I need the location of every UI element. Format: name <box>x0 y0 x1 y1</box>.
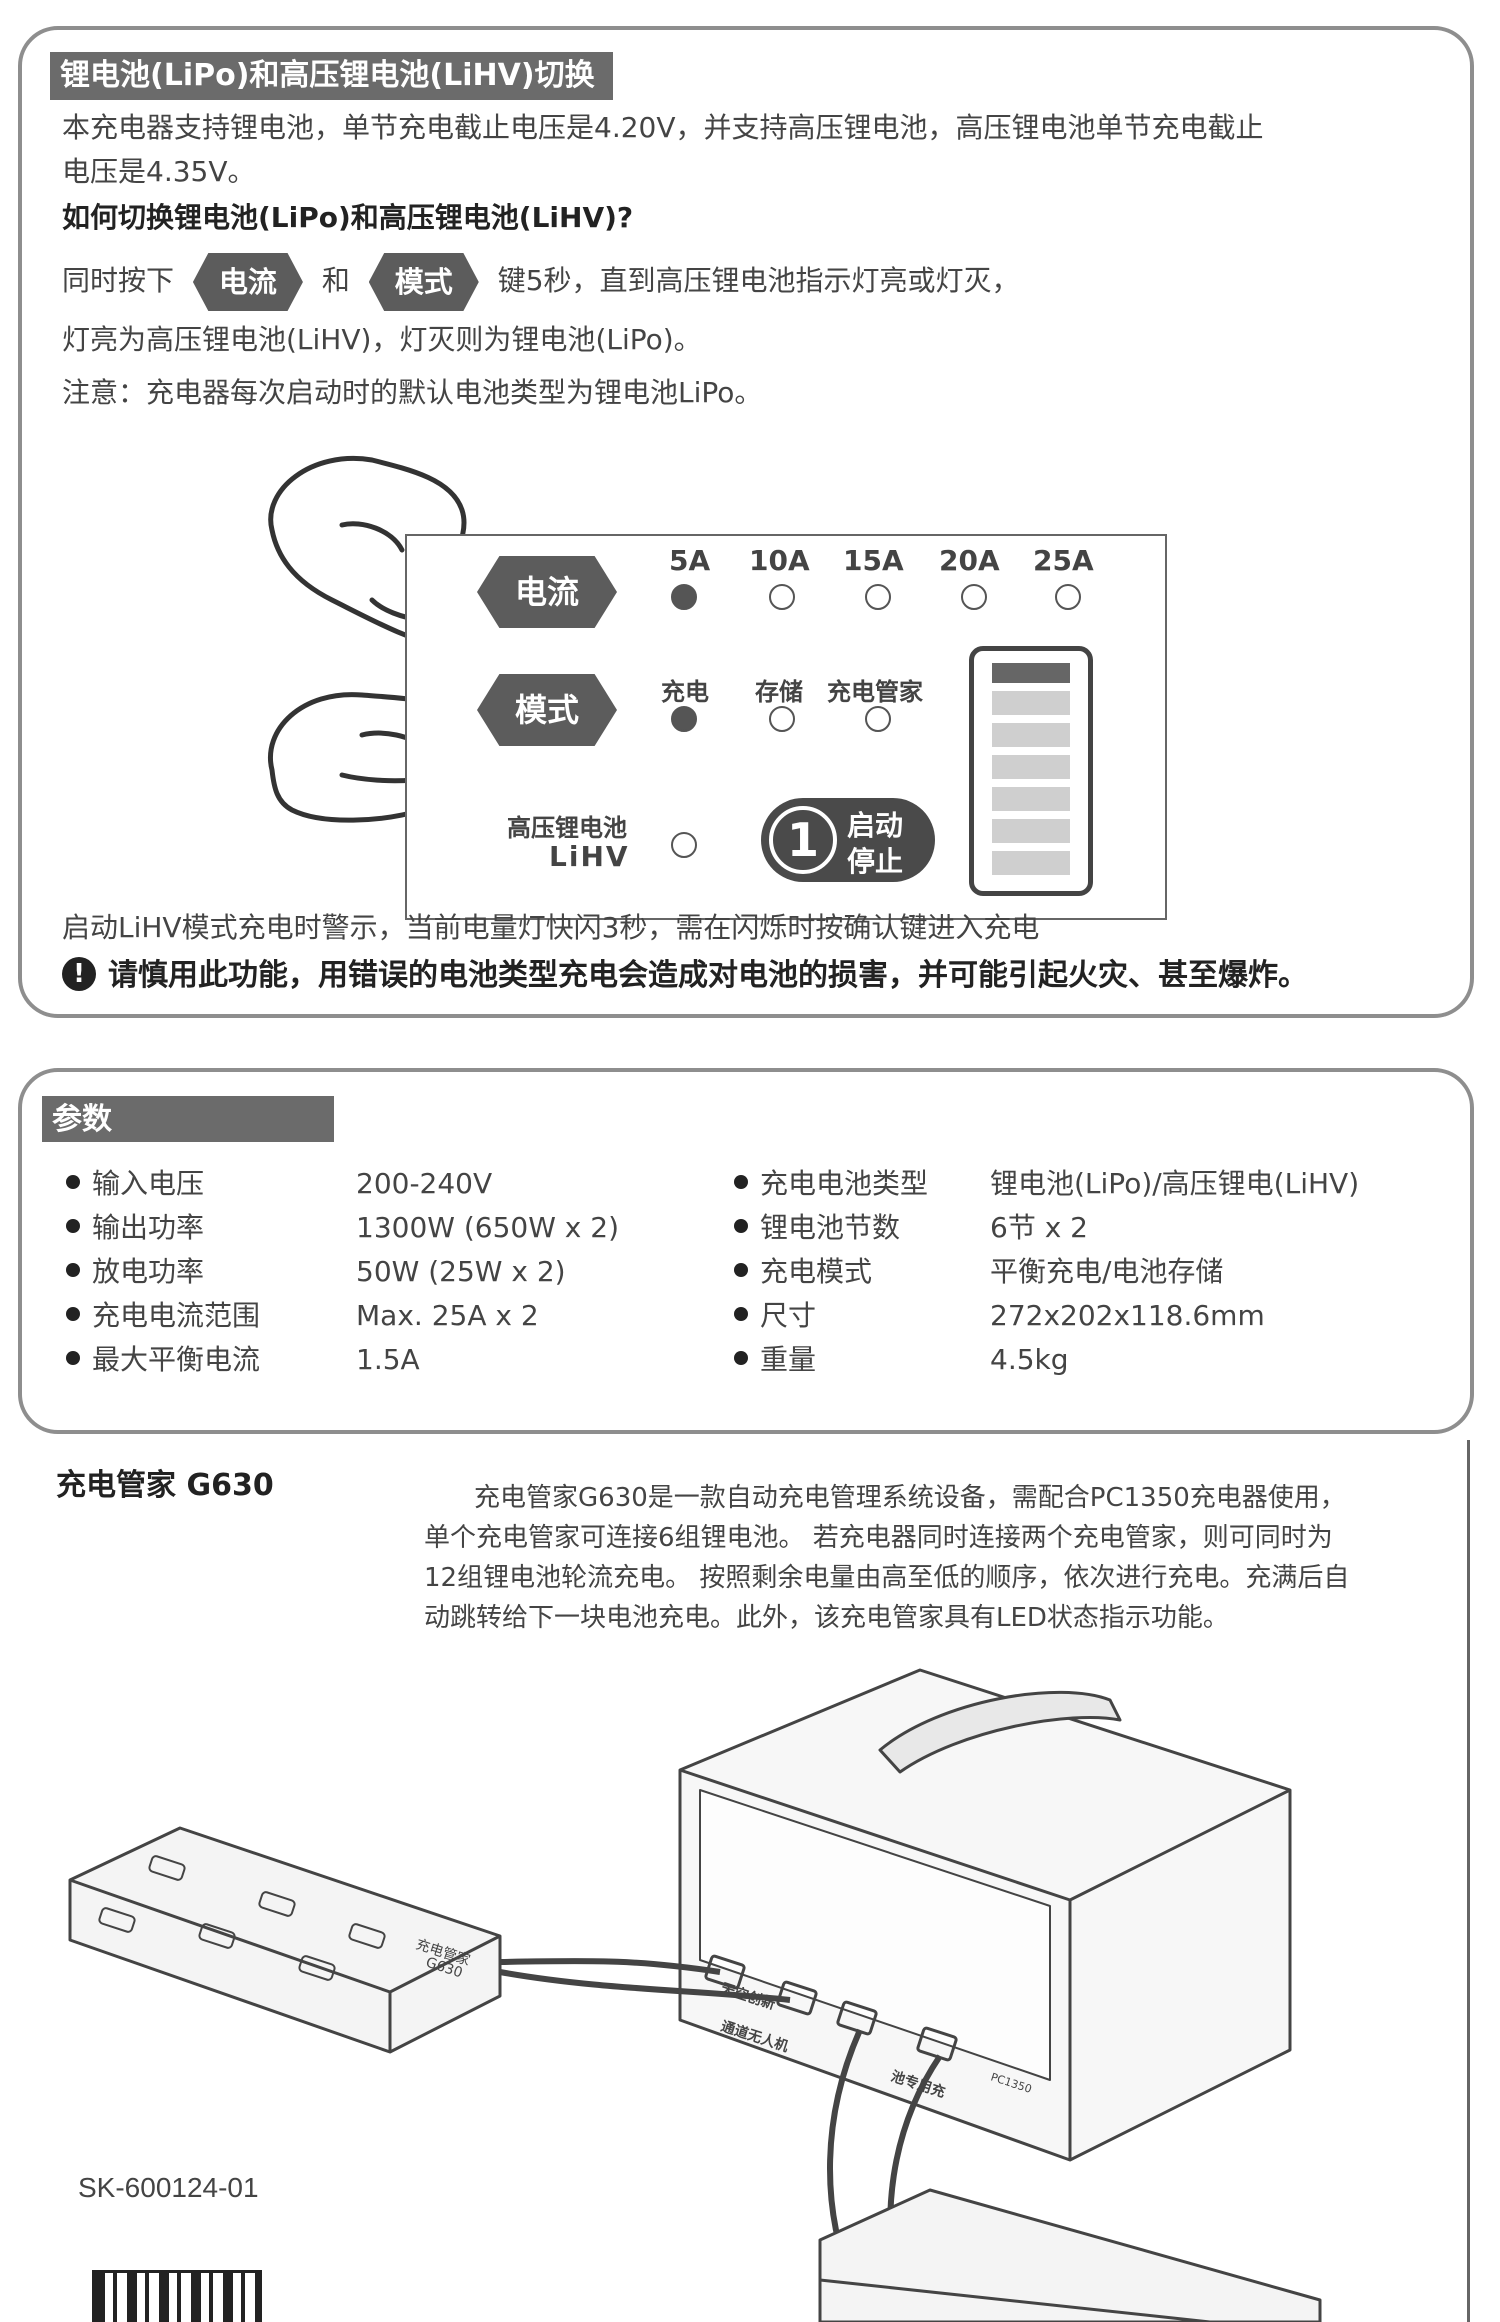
stop-label: 停止 <box>847 845 904 878</box>
param-label: 尺寸 <box>760 1299 817 1332</box>
param-value: 4.5kg <box>990 1343 1069 1376</box>
param-label: 充电电池类型 <box>760 1167 929 1200</box>
param-row: 充电电流范围 <box>66 1296 260 1336</box>
mode-store-label: 存储 <box>755 678 803 706</box>
step-prefix: 同时按下 <box>62 264 175 297</box>
parameters-title: 参数 <box>42 1096 334 1142</box>
param-label: 输出功率 <box>92 1211 205 1244</box>
current-25a-label: 25A <box>1033 544 1094 577</box>
battery-gauge-icon <box>969 646 1093 896</box>
start-stop-button: 1 启动 停止 <box>761 798 935 882</box>
control-panel: 电流 模式 5A 10A 15A 20A 25A 充电 存储 充电管家 高压锂电… <box>405 534 1167 920</box>
param-label: 重量 <box>760 1343 817 1376</box>
switch-question: 如何切换锂电池(LiPo)和高压锂电池(LiHV)? <box>62 201 634 234</box>
mode-charge-label: 充电 <box>661 678 709 706</box>
param-value: 1.5A <box>356 1343 420 1376</box>
lihv-label-cn: 高压锂电池 <box>507 814 627 842</box>
led-manager <box>865 706 891 732</box>
param-value: 平衡充电/电池存储 <box>990 1255 1224 1288</box>
manager-desc-2: 单个充电管家可连接6组锂电池。 若充电器同时连接两个充电管家，则可同时为 <box>424 1523 1333 1553</box>
charger-and-manager-illustration: 充电管家 G630 天空创新 通道无人机 池专用充 PC1350 <box>68 1668 1322 2322</box>
manager-desc-4: 动跳转给下一块电池充电。此外，该充电管家具有LED状态指示功能。 <box>424 1603 1229 1633</box>
step-suffix: 键5秒，直到高压锂电池指示灯亮或灯灭， <box>497 264 1020 297</box>
param-value: 272x202x118.6mm <box>990 1299 1265 1332</box>
light-description: 灯亮为高压锂电池(LiHV)，灯灭则为锂电池(LiPo)。 <box>62 323 702 356</box>
current-20a-label: 20A <box>939 544 1000 577</box>
lihv-label-en: LiHV <box>549 840 630 873</box>
led-15a <box>865 584 891 610</box>
led-10a <box>769 584 795 610</box>
param-value: 200-240V <box>356 1167 493 1200</box>
param-row: 充电电池类型 <box>734 1164 928 1204</box>
params-right: 充电电池类型 锂电池(LiPo)/高压锂电(LiHV) 锂电池节数 6节 x 2… <box>734 1164 1434 1394</box>
warning-icon: ! <box>62 956 96 991</box>
param-label: 锂电池节数 <box>760 1211 901 1244</box>
caution-line: ! 请慎用此功能，用错误的电池类型充电会造成对电池的损害，并可能引起火灾、甚至爆炸… <box>62 956 1308 996</box>
param-value: 锂电池(LiPo)/高压锂电(LiHV) <box>990 1167 1360 1200</box>
start-number-circle: 1 <box>769 806 837 874</box>
params-left: 输入电压 200-240V 输出功率 1300W (650W x 2) 放电功率… <box>66 1164 706 1394</box>
led-store <box>769 706 795 732</box>
param-value: 6节 x 2 <box>990 1211 1089 1244</box>
intro-line-1: 本充电器支持锂电池，单节充电截止电压是4.20V，并支持高压锂电池，高压锂电池单… <box>62 111 1264 144</box>
param-row: 锂电池节数 <box>734 1208 900 1248</box>
parameters-panel: 参数 输入电压 200-240V 输出功率 1300W (650W x 2) 放… <box>18 1068 1474 1434</box>
lipo-lihv-switch-panel: 锂电池(LiPo)和高压锂电池(LiHV)切换 本充电器支持锂电池，单节充电截止… <box>18 26 1474 1018</box>
param-value: Max. 25A x 2 <box>356 1299 539 1332</box>
current-15a-label: 15A <box>843 544 904 577</box>
current-key-label: 电流 <box>192 253 303 311</box>
param-label: 输入电压 <box>92 1167 205 1200</box>
param-label: 最大平衡电流 <box>92 1343 261 1376</box>
param-value: 50W (25W x 2) <box>356 1255 566 1288</box>
led-25a <box>1055 584 1081 610</box>
manager-desc-3: 12组锂电池轮流充电。 按照剩余电量由高至低的顺序，依次进行充电。充满后自 <box>424 1563 1350 1593</box>
model-code: SK-600124-01 <box>78 2172 259 2203</box>
lihv-warning-line: 启动LiHV模式充电时警示，当前电量灯快闪3秒，需在闪烁时按确认键进入充电 <box>62 911 1040 944</box>
step-line: 同时按下 电流 和 模式 键5秒，直到高压锂电池指示灯亮或灯灭， <box>62 252 1020 311</box>
mode-manager-label: 充电管家 <box>827 678 923 706</box>
param-row: 重量 <box>734 1340 816 1380</box>
param-label: 充电电流范围 <box>92 1299 261 1332</box>
start-label: 启动 <box>847 809 904 842</box>
param-row: 尺寸 <box>734 1296 816 1336</box>
current-5a-label: 5A <box>669 544 711 577</box>
param-row: 最大平衡电流 <box>66 1340 260 1380</box>
step-and: 和 <box>321 264 350 297</box>
manager-desc-1: 充电管家G630是一款自动充电管理系统设备，需配合PC1350充电器使用， <box>474 1483 1346 1513</box>
mode-key-label: 模式 <box>368 253 479 311</box>
param-row: 放电功率 <box>66 1252 204 1292</box>
led-5a <box>671 584 697 610</box>
param-value: 1300W (650W x 2) <box>356 1211 620 1244</box>
param-row: 输入电压 <box>66 1164 204 1204</box>
led-charge <box>671 706 697 732</box>
param-label: 充电模式 <box>760 1255 873 1288</box>
section-title: 锂电池(LiPo)和高压锂电池(LiHV)切换 <box>50 52 613 100</box>
param-label: 放电功率 <box>92 1255 205 1288</box>
caution-text: 请慎用此功能，用错误的电池类型充电会造成对电池的损害，并可能引起火灾、甚至爆炸。 <box>108 958 1308 993</box>
default-type-note: 注意：充电器每次启动时的默认电池类型为锂电池LiPo。 <box>62 376 763 409</box>
led-20a <box>961 584 987 610</box>
manager-title: 充电管家 G630 <box>56 1468 274 1503</box>
param-row: 输出功率 <box>66 1208 204 1248</box>
intro-line-2: 电压是4.35V。 <box>62 155 256 188</box>
manager-section-frame <box>30 1440 1470 2322</box>
qr-code-icon <box>92 2270 262 2322</box>
start-number: 1 <box>786 813 819 867</box>
led-lihv <box>671 832 697 858</box>
mode-button: 模式 <box>477 674 617 746</box>
current-10a-label: 10A <box>749 544 810 577</box>
current-button: 电流 <box>477 556 617 628</box>
param-row: 充电模式 <box>734 1252 872 1292</box>
charger-control-diagram: 电流 模式 5A 10A 15A 20A 25A 充电 存储 充电管家 高压锂电… <box>252 430 1202 930</box>
